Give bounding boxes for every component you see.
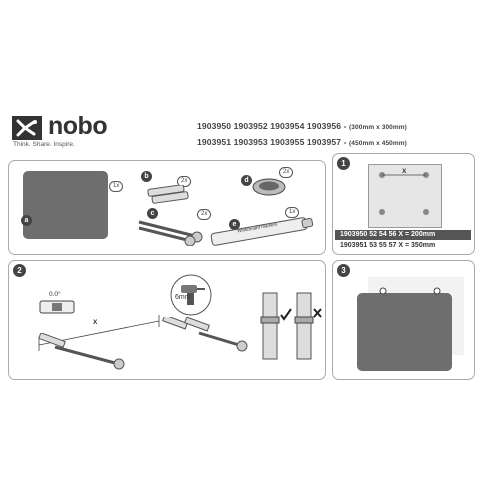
spacing-panel: 1 X 1903950 52 54 56 X = 200mm 1903951 5… <box>332 153 475 255</box>
step2-x-label: X <box>93 319 98 326</box>
hanging-screws-icon <box>379 287 441 295</box>
drill-icon <box>170 274 212 316</box>
step-3-panel: 3 <box>332 260 475 380</box>
qty-c: 2x <box>197 209 212 220</box>
part-letter-c: c <box>147 208 158 219</box>
brand-tagline: Think. Share. Inspire. <box>13 141 75 148</box>
magnet-icon <box>252 178 286 196</box>
whiteboard-marker-icon <box>210 217 314 246</box>
screw-positions-icon <box>379 172 429 215</box>
part-letter-d: d <box>241 175 252 186</box>
part-letter-e: e <box>229 219 240 230</box>
step-2-panel: 2 0.0° X 6mm <box>8 260 326 380</box>
config-450: 1903951 53 55 57 X = 350mm <box>335 241 471 251</box>
wall-plug-icon <box>147 185 189 204</box>
board-illustration <box>23 171 108 239</box>
level-reading: 0.0° <box>49 291 61 298</box>
step-number-1: 1 <box>337 157 350 170</box>
size-300: (300mm x 300mm) <box>349 124 407 131</box>
spacing-x-label: X <box>402 168 407 175</box>
wall-plug-check-icon <box>260 292 322 360</box>
qty-d: 2x <box>279 167 294 178</box>
qty-e: 1x <box>285 207 300 218</box>
qty-a: 1x <box>109 181 124 192</box>
size-450: (450mm x 450mm) <box>349 140 407 147</box>
qty-b: 2x <box>177 176 192 187</box>
product-codes: 1903950 1903952 1903954 1903956 - (300mm… <box>197 119 407 151</box>
mounted-board-illustration <box>357 293 452 371</box>
part-letter-b: b <box>141 171 152 182</box>
plug-screw-left-icon <box>38 333 125 370</box>
nobo-logo-icon <box>12 116 42 140</box>
drill-size: 6mm <box>175 294 191 301</box>
codes-row-1: 1903950 1903952 1903954 1903956 - <box>197 121 347 131</box>
step-number-3: 3 <box>337 264 350 277</box>
codes-row-2: 1903951 1903953 1903955 1903957 - <box>197 137 347 147</box>
spirit-level-icon <box>39 300 75 314</box>
plug-screw-right-icon <box>162 317 248 352</box>
screw-icon <box>138 220 203 246</box>
contents-panel: a 1x b 2x c 2x d 2x e 1x Whiteboard mark… <box>8 160 326 255</box>
step-number-2: 2 <box>13 264 26 277</box>
part-letter-a: a <box>21 215 32 226</box>
config-300: 1903950 52 54 56 X = 200mm <box>335 230 471 240</box>
brand-name: nobo <box>48 112 108 140</box>
